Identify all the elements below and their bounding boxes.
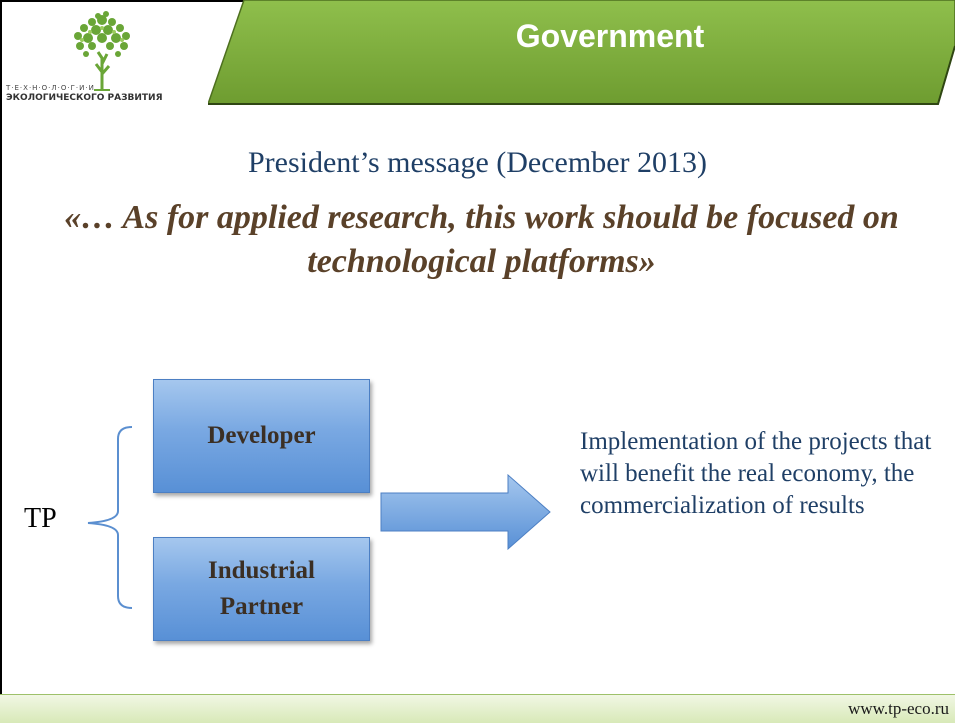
- tp-label: TP: [24, 503, 57, 534]
- message-title: President’s message (December 2013): [247, 146, 708, 179]
- industrial-partner-label: Industrial Partner: [208, 553, 315, 625]
- logo-text-top: Т·Е·Х·Н·О·Л·О·Г·И·И: [6, 84, 95, 92]
- footer-url: www.tp-eco.ru: [848, 699, 949, 718]
- logo: [6, 8, 206, 108]
- developer-label: Developer: [207, 422, 316, 449]
- right-arrow-icon: [380, 474, 551, 550]
- partner-line-2: Partner: [219, 593, 304, 620]
- frame-left-border: [0, 0, 2, 722]
- industrial-partner-box: Industrial Partner: [153, 537, 370, 641]
- footer-bar: www.tp-eco.ru: [0, 694, 955, 723]
- president-quote: «… As for applied research, this work sh…: [64, 199, 899, 280]
- tree-logo-icon: [74, 11, 130, 91]
- logo-text-bottom: ЭКОЛОГИЧЕСКОГО РАЗВИТИЯ: [6, 93, 163, 103]
- header-title: Government: [515, 18, 705, 54]
- outcome-text: Implementation of the projects that will…: [580, 428, 932, 519]
- partner-line-1: Industrial: [208, 557, 315, 584]
- curly-brace: [87, 426, 132, 609]
- developer-box: Developer: [153, 379, 370, 493]
- header-banner: [208, 0, 955, 105]
